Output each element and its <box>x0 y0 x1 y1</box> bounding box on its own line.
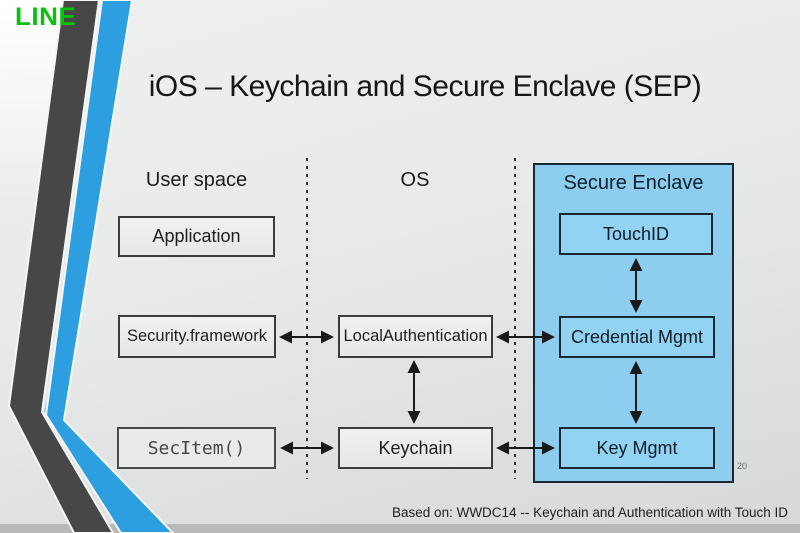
logo-white-corner <box>0 0 72 200</box>
node-touchid: TouchID <box>559 213 713 255</box>
column-header-secure-enclave: Secure Enclave <box>563 172 704 194</box>
node-application: Application <box>118 216 275 257</box>
chevron-blue-stripe <box>44 0 175 533</box>
node-local-authentication: LocalAuthentication <box>338 315 493 358</box>
footer-caption: Based on: WWDC14 -- Keychain and Authent… <box>392 505 788 520</box>
node-keychain: Keychain <box>338 427 493 469</box>
column-header-user-space: User space <box>145 169 248 191</box>
bottom-edge-strip <box>0 524 800 533</box>
column-header-os: OS <box>400 169 430 191</box>
node-secitem: SecItem() <box>117 427 276 469</box>
node-security-framework: Security.framework <box>118 315 276 358</box>
node-credential-mgmt: Credential Mgmt <box>559 316 715 358</box>
slide-title: iOS – Keychain and Secure Enclave (SEP) <box>148 70 702 103</box>
page-number: 20 <box>737 461 748 471</box>
line-logo: LINE <box>15 3 77 31</box>
node-key-mgmt: Key Mgmt <box>559 427 715 469</box>
chevron-dark-stripe <box>7 0 115 533</box>
